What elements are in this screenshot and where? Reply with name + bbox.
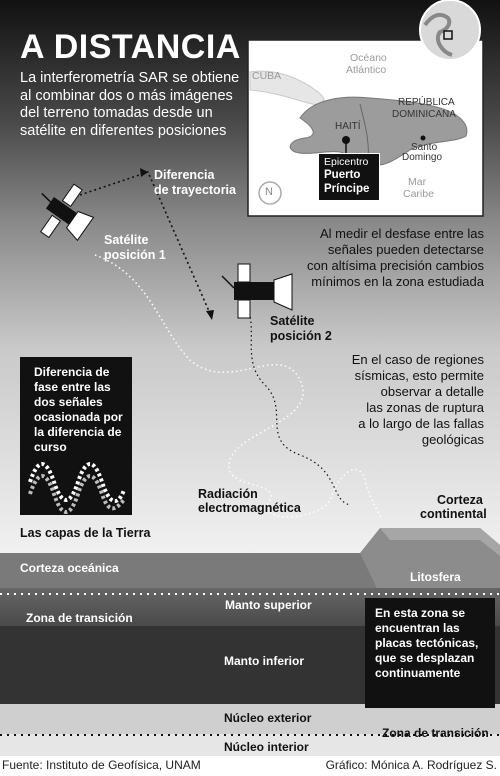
map-label-ocean-1: Océano <box>350 52 387 64</box>
map-label-ocean-2: Atlántico <box>346 64 387 76</box>
intro-text: La interferometría SAR se obtiene al com… <box>20 70 240 139</box>
page-title: A DISTANCIA <box>20 28 241 66</box>
continental-crust-label-2: continental <box>420 507 487 521</box>
globe-icon <box>419 0 481 61</box>
phase-difference-box: Diferencia de fase entre las dos señales… <box>20 357 132 515</box>
continental-crust <box>360 528 500 595</box>
map-label-santo-2: Domingo <box>402 152 443 163</box>
principe-label: Príncipe <box>324 183 370 195</box>
map-label-santo-1: Santo <box>411 142 438 153</box>
satellite-2-icon <box>221 263 293 319</box>
map-hispaniola <box>289 96 468 166</box>
epicenter-callout: Epicentro Puerto Príncipe <box>318 153 380 201</box>
upper-mantle-label: Manto superior <box>225 598 312 612</box>
sat2-label-2: posición 2 <box>270 329 332 343</box>
inner-core-label: Núcleo interior <box>224 740 309 754</box>
lower-mantle-label: Manto inferior <box>224 654 304 668</box>
map-label-sea-1: Mar <box>408 176 427 188</box>
continental-crust-top <box>380 528 500 556</box>
oceanic-crust-label: Corteza oceánica <box>20 561 119 575</box>
footer-source: Fuente: Instituto de Geofísica, UNAM <box>2 758 201 772</box>
note-phase-measure: Al medir el desfase entre las señales pu… <box>306 226 484 289</box>
north-arrow-icon <box>258 181 282 205</box>
epicenter-label: Epicentro <box>324 156 369 168</box>
sat2-label-1: Satélite <box>270 314 315 328</box>
santo-domingo-marker <box>420 135 426 141</box>
sat1-label-1: Satélite <box>104 233 149 247</box>
transition-zone-2-label: Zona de transición <box>382 726 489 740</box>
map-label-dom-2: DOMINICANA <box>392 109 456 120</box>
map-label-north: N <box>265 186 273 198</box>
radiation-wave <box>94 254 383 521</box>
satellite-1-icon <box>40 183 95 242</box>
footer-credit: Gráfico: Mónica A. Rodríguez S. <box>325 758 497 772</box>
map-label-sea-2: Caribe <box>403 188 434 200</box>
earth-layers-heading: Las capas de la Tierra <box>20 526 151 540</box>
tectonic-plates-text: En esta zona se encuentran las placas te… <box>375 606 479 680</box>
outer-core-label: Núcleo exterior <box>224 711 312 725</box>
radiation-label-2: electromagnética <box>198 501 301 515</box>
tectonic-plates-box: En esta zona se encuentran las placas te… <box>365 598 495 708</box>
map-label-haiti: HAITÍ <box>335 121 361 132</box>
trajectory-diff-2: de trayectoria <box>154 183 236 197</box>
map-label-dom-1: REPÚBLICA <box>398 97 455 108</box>
continental-crust-label-1: Corteza <box>437 493 483 507</box>
trajectory-diff-1: Diferencia <box>154 168 215 182</box>
sat1-label-2: posición 1 <box>104 248 166 262</box>
radiation-label-1: Radiación <box>198 487 258 501</box>
map-label-cuba: CUBA <box>252 70 282 82</box>
outer-core-band <box>0 704 500 734</box>
transition-zone-1-label: Zona de transición <box>26 611 133 625</box>
puerto-label: Puerto <box>324 169 361 181</box>
inner-core-band <box>0 734 500 756</box>
phase-difference-text: Diferencia de fase entre las dos señales… <box>34 365 123 454</box>
lithosphere-label: Litosfera <box>410 570 461 584</box>
note-seismic: En el caso de regiones sísmicas, esto pe… <box>351 352 484 447</box>
